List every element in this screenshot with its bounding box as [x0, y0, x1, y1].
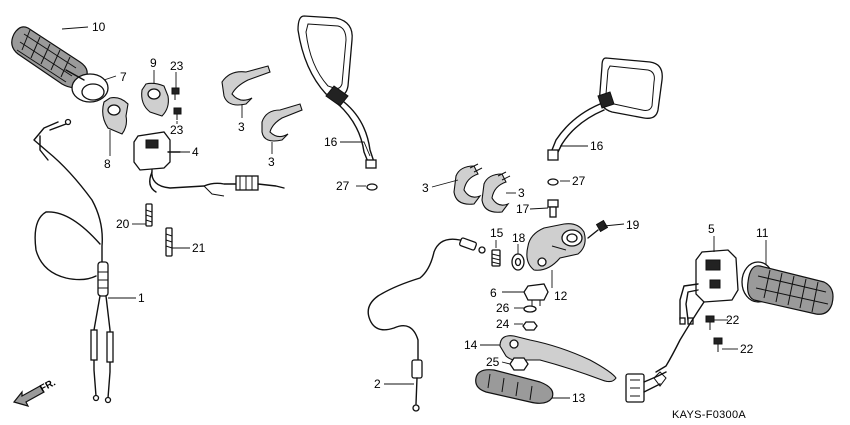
throttle-housing-upper	[141, 82, 169, 117]
callout-20: 20	[116, 217, 130, 231]
clutch-lever-bracket	[526, 223, 586, 271]
screw-15	[491, 249, 501, 267]
callout-3-left-upper: 3	[238, 120, 245, 134]
callout-23-lower: 23	[170, 123, 184, 137]
callout-14: 14	[464, 338, 478, 352]
screw-23-lower	[173, 107, 182, 120]
callout-3-center-right: 3	[518, 186, 525, 200]
screw-22-lower	[713, 337, 723, 352]
band-3-center-left	[453, 163, 483, 205]
clutch-switch-6	[523, 283, 549, 306]
band-3-center-right	[481, 171, 511, 213]
callout-10: 10	[92, 20, 106, 34]
callout-labels: 10 7 9 23 23 8 4 3 3 20 21 1 16 27 16 27…	[92, 20, 769, 405]
callout-11: 11	[756, 226, 769, 240]
washer-18	[511, 253, 525, 271]
bolt-20	[145, 203, 153, 227]
callout-15: 15	[490, 226, 504, 240]
callout-22-upper: 22	[726, 313, 740, 327]
callout-7: 7	[120, 70, 127, 84]
callout-22-lower: 22	[740, 342, 754, 356]
callout-19: 19	[626, 218, 640, 232]
callout-12: 12	[554, 289, 568, 303]
callout-2: 2	[374, 377, 381, 391]
clutch-cable	[367, 237, 486, 412]
nut-24	[522, 321, 538, 331]
mirror-left	[297, 15, 378, 191]
mirror-right	[547, 57, 663, 186]
bolt-17	[547, 199, 559, 218]
callout-5: 5	[708, 222, 715, 236]
callout-8: 8	[104, 157, 111, 171]
callout-6: 6	[490, 286, 497, 300]
band-3-upper-left	[221, 65, 271, 106]
callout-16-left: 16	[324, 135, 338, 149]
callout-27-left: 27	[336, 179, 350, 193]
callout-9: 9	[150, 56, 157, 70]
callout-27-right: 27	[572, 174, 586, 188]
lever-cover	[475, 369, 554, 404]
front-direction-label: FR.	[38, 377, 58, 394]
callout-21: 21	[192, 241, 206, 255]
callout-18: 18	[512, 231, 526, 245]
callout-16-right: 16	[590, 139, 604, 153]
callout-3-left-lower: 3	[268, 155, 275, 169]
callout-26: 26	[496, 301, 510, 315]
callout-24: 24	[496, 317, 510, 331]
front-direction-arrow	[12, 385, 45, 407]
callout-13: 13	[572, 391, 586, 405]
leader-lines	[61, 26, 767, 399]
screw-23-upper	[171, 87, 180, 100]
band-3-lower-left	[261, 103, 303, 142]
callout-23-upper: 23	[170, 59, 184, 73]
left-handle-switch	[133, 131, 285, 197]
callout-3-center-left: 3	[422, 181, 429, 195]
throttle-housing-lower	[102, 97, 129, 135]
callout-1: 1	[138, 291, 145, 305]
diagram-code: KAYS-F0300A	[672, 409, 746, 421]
callout-25: 25	[486, 355, 500, 369]
callout-4: 4	[192, 145, 199, 159]
nut-25	[509, 357, 529, 371]
bolt-19	[587, 219, 609, 239]
screw-22-upper	[705, 315, 715, 330]
right-grip	[741, 261, 834, 315]
washer-26	[523, 305, 537, 313]
throttle-cable	[33, 118, 114, 404]
bolt-21	[165, 227, 173, 257]
callout-17: 17	[516, 202, 530, 216]
throttle-pipe-flange	[65, 69, 109, 103]
right-handle-switch	[625, 249, 739, 403]
